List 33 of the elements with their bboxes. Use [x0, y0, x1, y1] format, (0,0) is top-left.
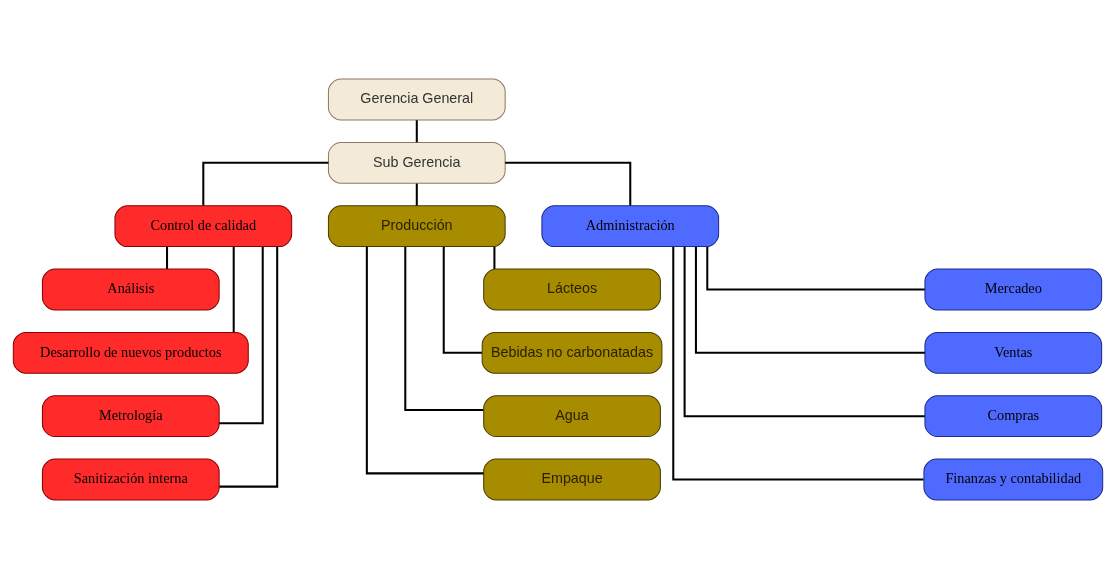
node-box: Administración [541, 205, 720, 248]
connector [365, 246, 484, 475]
node-box: Desarrollo de nuevos productos [12, 331, 249, 374]
node-box: Metrología [41, 395, 220, 438]
node-box: Compras [924, 395, 1103, 438]
connector [202, 161, 329, 206]
connector [232, 246, 235, 333]
node-box: Empaque [483, 458, 661, 501]
node-box: Sub Gerencia [327, 141, 506, 184]
connector [672, 246, 924, 481]
connector [683, 246, 925, 418]
connector [219, 246, 279, 488]
connector [166, 246, 169, 269]
node-box: Control de calidad [114, 205, 293, 248]
connector [415, 183, 418, 206]
connector [706, 246, 925, 291]
node-box: Bebidas no carbonatadas [481, 331, 663, 374]
connector [219, 246, 264, 425]
node-box: Gerencia General [327, 78, 506, 121]
connector [493, 246, 496, 269]
node-box: Producción [327, 205, 506, 248]
connector [505, 161, 632, 206]
connector [694, 246, 925, 354]
node-box: Finanzas y contabilidad [923, 458, 1104, 501]
connector [415, 120, 418, 143]
node-box: Mercadeo [924, 268, 1103, 311]
connector [442, 246, 482, 354]
node-box: Análisis [41, 268, 220, 311]
node-box: Ventas [924, 331, 1103, 374]
node-box: Sanitización interna [41, 458, 220, 501]
node-box: Agua [483, 395, 661, 438]
node-box: Lácteos [483, 268, 661, 311]
connector [404, 246, 484, 412]
